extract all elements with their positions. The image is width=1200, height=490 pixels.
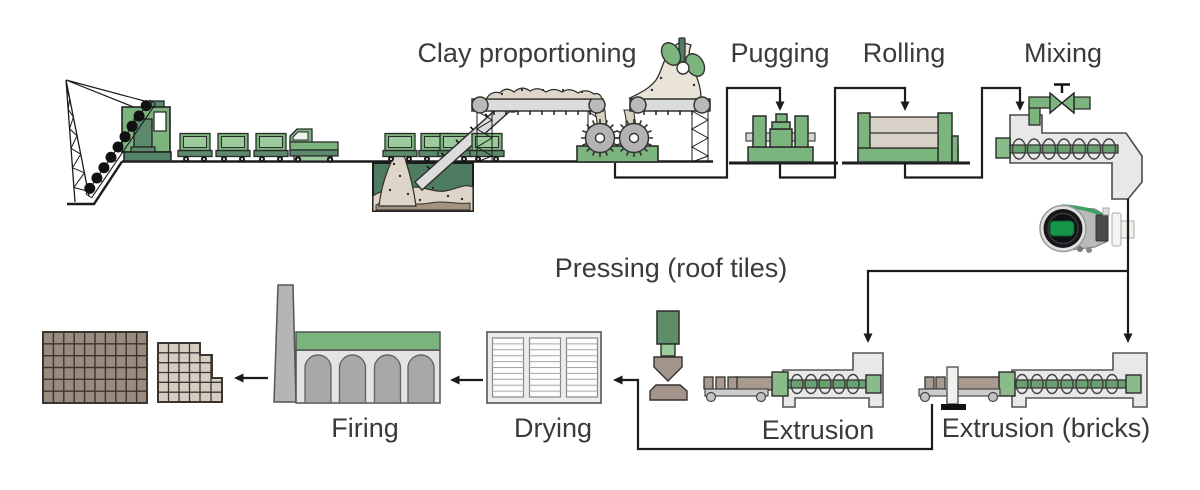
fired-brick-stack-icon	[42, 331, 148, 404]
flow-connector	[863, 199, 1133, 343]
label-extrusion: Extrusion	[762, 415, 875, 445]
drying-rack-icon	[486, 331, 602, 404]
mine-cart-icon	[215, 132, 251, 163]
rolling-machine-icon	[842, 112, 970, 165]
brick-cutter-icon	[941, 366, 966, 410]
label-extrusion-bricks: Extrusion (bricks)	[942, 413, 1151, 443]
truck-icon	[289, 128, 339, 163]
press-icon	[649, 310, 688, 401]
mine-cart-icon	[177, 132, 213, 163]
brick-extruder-icon	[918, 352, 1148, 410]
raw-brick-stack-icon	[157, 342, 223, 403]
mixer-auger	[1011, 138, 1117, 160]
roller-mill-icon	[576, 118, 659, 163]
label-clay-proportioning: Clay proportioning	[417, 38, 636, 68]
conveyor-belt-icon	[629, 96, 711, 115]
excavator-buckets	[84, 100, 152, 194]
label-firing: Firing	[331, 413, 399, 443]
label-pugging: Pugging	[730, 38, 829, 68]
label-pressing: Pressing (roof tiles)	[555, 253, 788, 283]
pug-mill-icon	[729, 113, 838, 165]
kiln-icon	[273, 284, 441, 404]
mixer-icon	[995, 114, 1143, 200]
conveyor-belt-icon	[471, 87, 606, 115]
flow-meter-icon	[1039, 204, 1135, 253]
extruder-icon	[703, 352, 884, 408]
label-drying: Drying	[514, 413, 592, 443]
mine-cart-icon	[253, 132, 289, 163]
propeller-icon	[660, 37, 706, 77]
flow-connector	[613, 86, 1025, 179]
bucket-excavator-icon	[65, 79, 172, 203]
label-rolling: Rolling	[863, 38, 946, 68]
flow-connector	[613, 375, 934, 451]
label-mixing: Mixing	[1024, 38, 1102, 68]
water-valve-icon	[1028, 83, 1091, 126]
